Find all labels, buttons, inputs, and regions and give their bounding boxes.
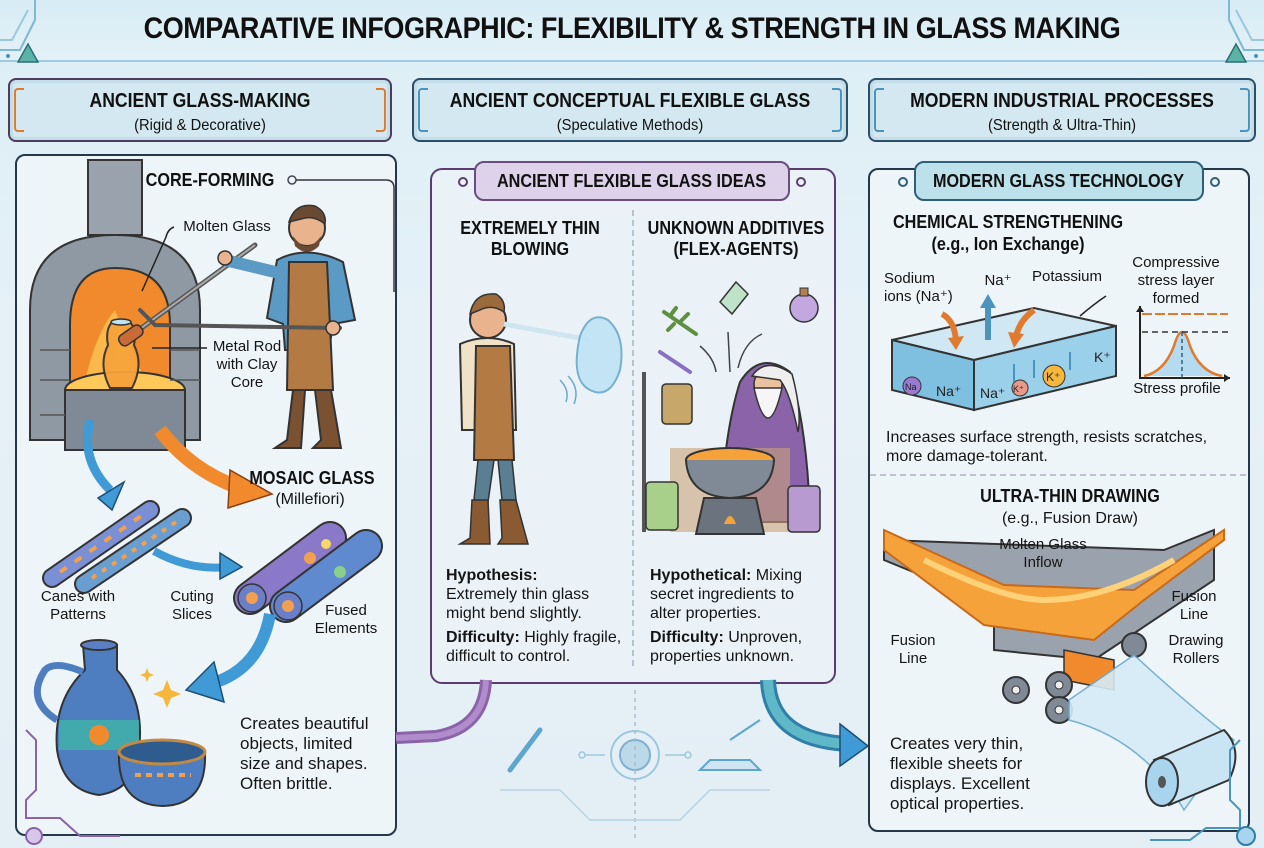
fusion-draw-apparatus-icon <box>883 528 1237 812</box>
column-header-ancient: ANCIENT GLASS-MAKING (Rigid & Decorative… <box>8 78 392 142</box>
label-fusion-line-left: Fusion Line <box>890 632 936 667</box>
column-subheading: (Speculative Methods) <box>556 117 704 134</box>
svg-text:K⁺: K⁺ <box>1013 384 1024 394</box>
ultra-thin-drawing-heading: ULTRA-THIN DRAWING <box>980 486 1160 506</box>
connector-line-icon <box>287 175 395 292</box>
column-heading: ANCIENT CONCEPTUAL FLEXIBLE GLASS <box>449 90 811 112</box>
label-potassium: Potassium <box>1031 268 1103 285</box>
column-subheading: (Rigid & Decorative) <box>134 117 266 134</box>
ancient-flexible-ideas-tag: ANCIENT FLEXIBLE GLASS IDEAS <box>474 161 790 201</box>
circuit-corner-icon <box>25 729 120 845</box>
label-molten-glass: Molten Glass <box>183 218 271 235</box>
ion-exchange-bath-icon: Na Na⁺ Na⁺ K⁺ K⁺ K⁺ <box>891 294 1117 412</box>
purple-connector-icon <box>395 679 492 744</box>
column-subheading: (Strength & Ultra-Thin) <box>987 117 1137 134</box>
millefiori-rods-icon <box>233 521 383 623</box>
label-molten-inflow: Molten Glass Inflow <box>999 536 1087 571</box>
label-na-ion-up: Na⁺ <box>984 272 1012 289</box>
modern-glass-technology-tag: MODERN GLASS TECHNOLOGY <box>914 161 1204 201</box>
alchemist-figure-icon <box>642 280 821 535</box>
curved-arrow-icon <box>184 612 276 704</box>
additives-hypothetical: Hypothetical: Mixing secret ingredients … <box>650 567 803 622</box>
leader-line-icon <box>152 347 207 349</box>
label-fusion-line-right: Fusion Line <box>1171 588 1217 623</box>
core-forming-heading: CORE-FORMING <box>145 170 275 190</box>
title-bar: COMPARATIVE INFOGRAPHIC: FLEXIBILITY & S… <box>0 0 1264 63</box>
chemical-strengthening-subheading: (e.g., Ion Exchange) <box>931 234 1085 254</box>
decorated-vessels-icon <box>33 639 207 808</box>
stress-profile-chart-icon <box>1136 306 1230 382</box>
column-header-conceptual: ANCIENT CONCEPTUAL FLEXIBLE GLASS (Specu… <box>412 78 848 142</box>
glassblower-figure-icon <box>457 293 623 545</box>
page-title: COMPARATIVE INFOGRAPHIC: FLEXIBILITY & S… <box>143 12 1121 45</box>
ultra-thin-drawing-subheading: (e.g., Fusion Draw) <box>1001 510 1139 527</box>
circuit-corner-icon <box>1150 739 1256 846</box>
drawing-summary: Creates very thin, flexible sheets for d… <box>890 734 1030 813</box>
svg-text:Na⁺: Na⁺ <box>936 383 961 399</box>
glass-canes-icon <box>42 500 192 594</box>
svg-text:K⁺: K⁺ <box>1094 349 1111 365</box>
svg-text:Na: Na <box>905 382 917 392</box>
blowing-hypothesis: Hypothesis: Extremely thin glass might b… <box>446 567 590 622</box>
chemical-summary: Increases surface strength, resists scra… <box>886 429 1208 465</box>
leader-line-icon <box>141 226 175 292</box>
mosaic-glass-subheading: (Millefiori) <box>275 491 345 508</box>
label-compressive-stress: Compressive stress layer formed <box>1132 254 1220 307</box>
additives-difficulty: Difficulty: Unproven, properties unknown… <box>650 629 803 665</box>
dashed-separator <box>870 474 1246 476</box>
label-metal-rod: Metal Rod with Clay Core <box>212 338 282 391</box>
column-header-modern: MODERN INDUSTRIAL PROCESSES (Strength & … <box>868 78 1256 142</box>
column-heading: MODERN INDUSTRIAL PROCESSES <box>910 90 1214 112</box>
label-drawing-rollers: Drawing Rollers <box>1168 632 1224 667</box>
circuit-hub-icon <box>500 690 770 840</box>
svg-text:K⁺: K⁺ <box>1046 370 1060 384</box>
flow-arrows-icon <box>83 418 274 512</box>
blowing-difficulty: Difficulty: Highly fragile, difficult to… <box>446 629 622 665</box>
label-canes: Canes with Patterns <box>40 588 116 623</box>
circuit-decoration-icon <box>1224 0 1264 63</box>
label-stress-profile: Stress profile <box>1133 380 1221 397</box>
dashed-divider <box>632 210 634 666</box>
column-heading: ANCIENT GLASS-MAKING <box>89 90 311 112</box>
unknown-additives-heading: UNKNOWN ADDITIVES (FLEX-AGENTS) <box>647 218 825 259</box>
circuit-decoration-icon <box>0 0 40 63</box>
label-sodium-ions: Sodium ions (Na⁺) <box>884 270 953 305</box>
label-cutting-slices: Cuting Slices <box>170 588 214 623</box>
teal-arrow-icon <box>760 679 870 768</box>
curved-arrow-icon <box>152 547 244 581</box>
mosaic-glass-heading: MOSAIC GLASS <box>249 468 375 488</box>
ancient-summary: Creates beautiful objects, limited size … <box>240 714 369 793</box>
svg-text:Na⁺: Na⁺ <box>980 385 1005 401</box>
thin-blowing-heading: EXTREMELY THIN BLOWING <box>460 218 600 259</box>
label-fused-elements: Fused Elements <box>314 602 378 637</box>
chemical-strengthening-heading: CHEMICAL STRENGTHENING <box>892 212 1124 232</box>
craftsman-figure-icon <box>138 204 357 449</box>
